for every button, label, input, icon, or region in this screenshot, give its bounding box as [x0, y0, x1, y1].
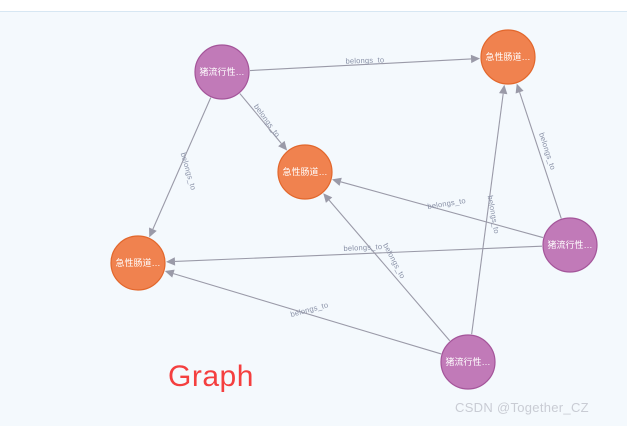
nodes-layer: 猪流行性… 急性肠道… 急性肠道… 急性肠道… 猪流行性… 猪流行性…	[110, 29, 598, 390]
edge-arrowhead-icon	[165, 257, 176, 266]
node-label: 猪流行性…	[547, 239, 592, 250]
page-title: Graph	[168, 360, 254, 393]
edge-label: belongs_to	[381, 242, 407, 280]
edge-arrowhead-icon	[515, 83, 524, 94]
node-label: 急性肠道…	[282, 166, 327, 177]
edge-arrowhead-icon	[470, 54, 481, 64]
edge-arrowhead-icon	[499, 84, 508, 95]
edge-label: belongs_to	[343, 242, 382, 253]
graph-edge[interactable]	[249, 58, 472, 72]
edge-arrowhead-icon	[278, 140, 288, 151]
edge-label: belongs_to	[252, 102, 282, 139]
graph-edge[interactable]	[152, 97, 212, 230]
node-circle[interactable]	[480, 29, 536, 85]
edge-label: belongs_to	[486, 195, 502, 235]
edges-layer	[149, 54, 562, 355]
graph-edge[interactable]	[174, 245, 543, 263]
graph-edge[interactable]	[173, 273, 442, 355]
edge-arrowhead-icon	[331, 177, 342, 186]
graph-node[interactable]: 急性肠道…	[277, 144, 333, 200]
graph-node[interactable]: 猪流行性…	[440, 334, 496, 390]
edge-arrowhead-icon	[149, 227, 157, 238]
node-circle[interactable]	[110, 235, 166, 291]
node-label: 猪流行性…	[199, 66, 244, 77]
watermark-label: CSDN @Together_CZ	[455, 400, 589, 415]
node-circle[interactable]	[277, 144, 333, 200]
graph-node[interactable]: 猪流行性…	[194, 44, 250, 100]
edge-arrowhead-icon	[323, 193, 333, 203]
edge-label: belongs_to	[289, 300, 329, 319]
edge-label: belongs_to	[427, 196, 467, 211]
node-label: 急性肠道…	[485, 51, 530, 62]
node-label: 急性肠道…	[115, 257, 160, 268]
graph-node[interactable]: 猪流行性…	[542, 217, 598, 273]
edge-arrowhead-icon	[164, 269, 175, 278]
graph-edge[interactable]	[328, 199, 451, 342]
node-circle[interactable]	[194, 44, 250, 100]
graph-node[interactable]: 急性肠道…	[110, 235, 166, 291]
graph-edge[interactable]	[519, 91, 562, 219]
edge-label: belongs_to	[537, 131, 558, 171]
graph-edge[interactable]	[471, 93, 504, 335]
node-circle[interactable]	[542, 217, 598, 273]
node-circle[interactable]	[440, 334, 496, 390]
edge-label: belongs_to	[345, 55, 384, 65]
graph-node[interactable]: 急性肠道…	[480, 29, 536, 85]
edge-label: belongs_to	[179, 151, 198, 191]
graph-edge[interactable]	[239, 93, 282, 144]
node-label: 猪流行性…	[445, 356, 490, 367]
graph-edge[interactable]	[340, 181, 544, 239]
